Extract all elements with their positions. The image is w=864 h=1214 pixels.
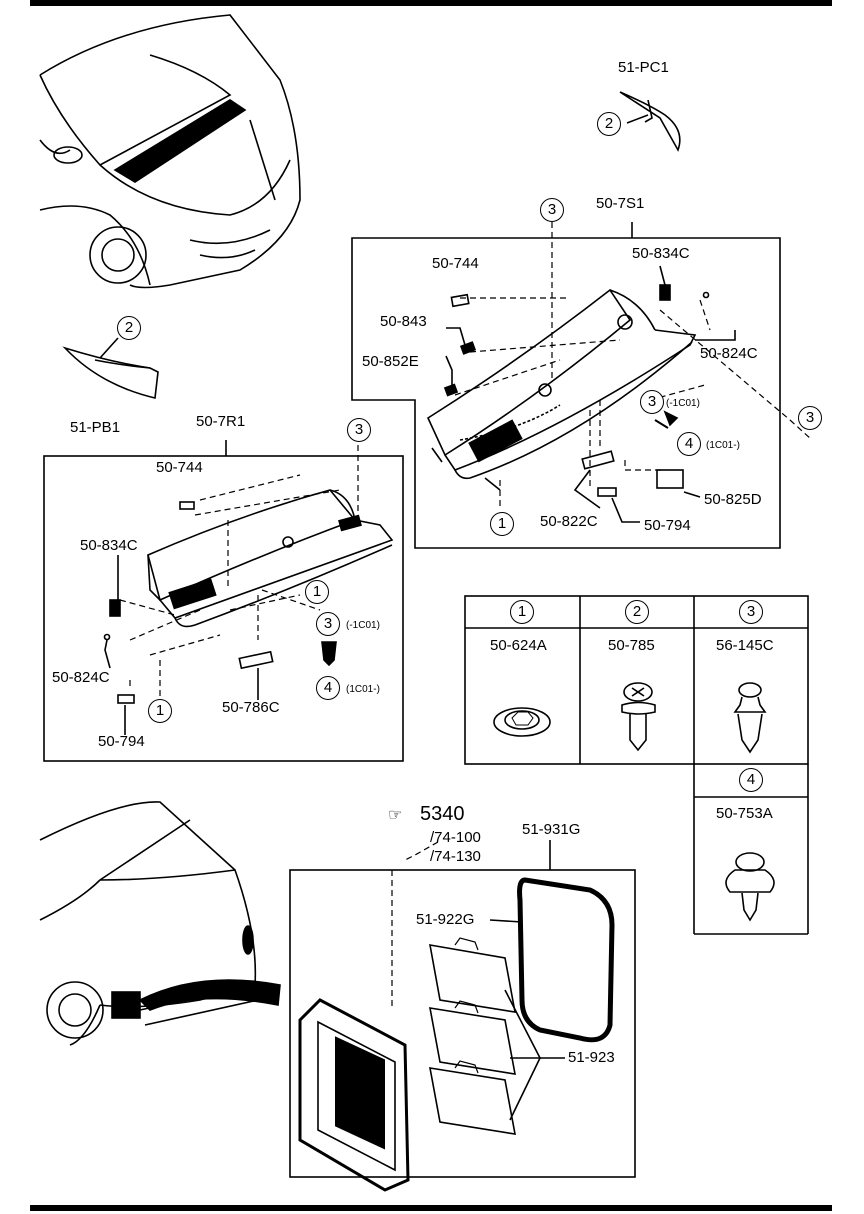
table-part-50-753a: 50-753A — [716, 805, 773, 822]
filter-frame — [298, 998, 410, 1192]
label-51-931g: 51-931G — [522, 821, 581, 838]
note-after-s1: (1C01-) — [706, 440, 740, 451]
cowl-panel-left — [147, 489, 394, 628]
label-50-843: 50-843 — [380, 313, 427, 330]
label-50-825d: 50-825D — [704, 491, 762, 508]
box-50-7r1 — [43, 455, 404, 762]
label-51-923: 51-923 — [568, 1049, 615, 1066]
label-51-pc1: 51-PC1 — [618, 59, 669, 76]
callout-3-r1-low: 3 — [316, 612, 340, 636]
ref-fig-5340[interactable]: 5340 — [420, 803, 465, 825]
part-51-pc1-shape — [619, 91, 681, 152]
box-51-931g — [289, 869, 636, 1178]
note-before-r1: (-1C01) — [346, 620, 380, 631]
label-50-834c-r1: 50-834C — [80, 537, 138, 554]
callout-1-s1: 1 — [490, 512, 514, 536]
table-header-1: 1 — [510, 600, 534, 624]
label-50-786c: 50-786C — [222, 699, 280, 716]
table-part-56-145c: 56-145C — [716, 637, 774, 654]
label-50-744-r1: 50-744 — [156, 459, 203, 476]
ref-arrow-icon: ☞ — [388, 807, 403, 824]
label-50-824c-s1: 50-824C — [700, 345, 758, 362]
label-50-744-s1: 50-744 — [432, 255, 479, 272]
table-header-3: 3 — [739, 600, 763, 624]
label-50-7r1: 50-7R1 — [196, 413, 246, 430]
label-51-922g: 51-922G — [416, 911, 475, 928]
note-after-r1: (1C01-) — [346, 684, 380, 695]
label-51-pb1: 51-PB1 — [70, 419, 121, 436]
bottom-border — [30, 1205, 832, 1211]
front-car-illustration — [39, 14, 301, 289]
label-50-822c: 50-822C — [540, 513, 598, 530]
fastener-drawings — [493, 682, 775, 922]
label-50-824c-r1: 50-824C — [52, 669, 110, 686]
cowl-panel-right — [426, 288, 697, 491]
callout-4-r1: 4 — [316, 676, 340, 700]
callout-2-pb1: 2 — [117, 316, 141, 340]
fastener-table-grid — [464, 595, 809, 935]
label-50-794-s1: 50-794 — [644, 517, 691, 534]
ref-74-100: /74-100 — [430, 829, 481, 846]
callout-1-r1: 1 — [305, 580, 329, 604]
table-header-4: 4 — [739, 768, 763, 792]
top-border — [30, 0, 832, 6]
label-50-7s1: 50-7S1 — [596, 195, 645, 212]
callout-3-s1: 3 — [640, 390, 664, 414]
callout-1-r1-low: 1 — [148, 699, 172, 723]
table-header-2: 2 — [625, 600, 649, 624]
label-50-794-r1: 50-794 — [98, 733, 145, 750]
label-50-834c-s1: 50-834C — [632, 245, 690, 262]
label-50-852e: 50-852E — [362, 353, 419, 370]
ref-74-130: /74-130 — [430, 848, 481, 865]
callout-4-s1: 4 — [677, 432, 701, 456]
callout-3-r1: 3 — [347, 418, 371, 442]
note-before-s1: (-1C01) — [666, 398, 700, 409]
table-part-50-785: 50-785 — [608, 637, 655, 654]
callout-3-right: 3 — [798, 406, 822, 430]
part-51-pb1-shape — [62, 346, 159, 399]
front-cowl-highlight — [113, 99, 247, 183]
box-50-7s1 — [351, 237, 781, 549]
rear-pointer — [138, 979, 281, 1011]
table-part-50-624a: 50-624A — [490, 637, 547, 654]
callout-2-pc1: 2 — [597, 112, 621, 136]
callout-3-top: 3 — [540, 198, 564, 222]
filter-plates — [429, 937, 516, 1135]
gasket-51-922g — [517, 877, 615, 1043]
